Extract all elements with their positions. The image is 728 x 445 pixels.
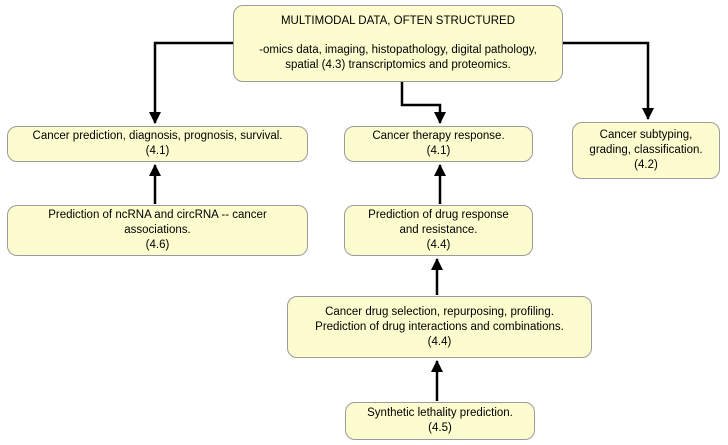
edge-multimodal-to-prediction — [149, 41, 233, 124]
node-text-line: Cancer drug selection, repurposing, prof… — [325, 305, 554, 318]
node-text-line: Cancer subtyping, — [599, 129, 693, 141]
node-text-line: MULTIMODAL DATA, OFTEN STRUCTURED — [280, 15, 516, 27]
node-text-line: associations. — [124, 224, 191, 236]
node-cancer-therapy-response: Cancer therapy response. (4.1) — [344, 126, 533, 162]
node-cancer-subtyping: Cancer subtyping, grading, classificatio… — [572, 122, 720, 179]
node-text-line: Prediction of ncRNA and circRNA -- cance… — [48, 209, 267, 221]
node-text-line: (4.4) — [426, 239, 451, 251]
node-text-line: (4.1) — [145, 145, 170, 157]
node-text-line: spatial (4.3) transcriptomics and proteo… — [285, 59, 511, 71]
node-synthetic-lethality: Synthetic lethality prediction. (4.5) — [345, 402, 535, 440]
node-drug-selection-repurposing: Cancer drug selection, repurposing, prof… — [287, 296, 592, 358]
node-text-line: -omics data, imaging, histopathology, di… — [259, 44, 537, 56]
node-text-line: (4.4) — [427, 335, 452, 348]
node-text-line: (4.6) — [145, 239, 170, 251]
edge-multimodal-to-therapy — [400, 82, 446, 124]
node-text-line: (4.1) — [426, 145, 451, 157]
node-ncrna-circrna-associations: Prediction of ncRNA and circRNA -- cance… — [7, 205, 308, 256]
node-text-line: Cancer prediction, diagnosis, prognosis,… — [32, 130, 283, 142]
node-text-line: Prediction of drug interactions and comb… — [315, 320, 564, 333]
node-cancer-prediction: Cancer prediction, diagnosis, prognosis,… — [7, 126, 308, 162]
node-text-line: and resistance. — [399, 224, 478, 236]
edge-multimodal-to-subtyping — [563, 41, 654, 120]
node-multimodal-data: MULTIMODAL DATA, OFTEN STRUCTURED -omics… — [233, 5, 563, 82]
node-text-line: Cancer therapy response. — [372, 130, 505, 142]
node-text-line: grading, classification. — [589, 144, 703, 156]
node-text-line: Synthetic lethality prediction. — [367, 407, 513, 419]
node-text-line: Prediction of drug response — [368, 209, 509, 221]
node-text-line: (4.2) — [634, 159, 658, 171]
node-text-line: (4.5) — [428, 422, 452, 434]
node-drug-response-resistance: Prediction of drug response and resistan… — [344, 205, 533, 256]
